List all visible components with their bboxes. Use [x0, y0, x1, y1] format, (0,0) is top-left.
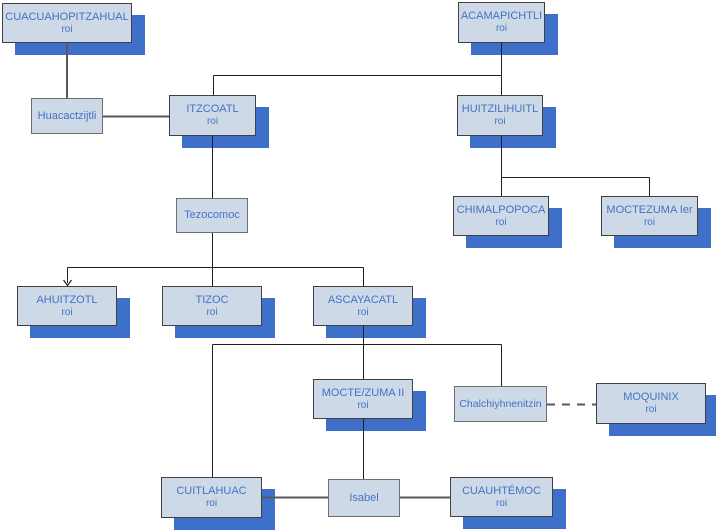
node-itzcoatl: ITZCOATL roi: [169, 95, 256, 136]
node-name: CHIMALPOPOCA: [456, 203, 546, 216]
node-moquinix: MOQUINIX roi: [596, 383, 706, 424]
node-huacactzijtli: Huacactzijtli: [31, 98, 103, 134]
node-role: roi: [495, 497, 508, 509]
node-moctezuma-1er: MOCTEZUMA Ier roi: [601, 196, 698, 236]
node-cuacuahopitzahual: CUACUAHOPITZAHUAL roi: [2, 3, 132, 43]
node-role: roi: [205, 498, 218, 509]
node-name: ITZCOATL: [186, 103, 239, 115]
node-chimalpopoca: CHIMALPOPOCA roi: [453, 196, 549, 236]
node-name: Chalchiyhnenitzin: [459, 397, 542, 410]
node-tizoc: TIZOC roi: [162, 286, 262, 326]
node-name: MOCTE/ZUMA II: [321, 386, 405, 399]
node-name: MOCTEZUMA Ier: [606, 203, 693, 216]
node-name: HUITZILIHUITL: [461, 103, 539, 115]
node-name: MOQUINIX: [623, 391, 679, 403]
node-name: ASCAYACATL: [327, 293, 399, 306]
node-role: roi: [645, 404, 657, 415]
node-acamapichtli: ACAMAPICHTLI roi: [458, 2, 545, 43]
node-role: roi: [494, 116, 506, 127]
node-role: roi: [495, 216, 507, 228]
node-name: TIZOC: [195, 293, 229, 306]
node-cuauhtemoc: CUAUHTÉMOC roi: [450, 477, 553, 517]
node-cuitlahuac: CUITLAHUAC roi: [161, 477, 262, 518]
node-ahuitzotl: AHUITZOTL roi: [17, 286, 117, 326]
node-role: roi: [61, 306, 73, 318]
node-role: roi: [206, 306, 218, 318]
node-name: CUITLAHUAC: [176, 485, 247, 497]
node-moctezuma-2: MOCTE/ZUMA II roi: [313, 379, 413, 419]
arrowhead-ahuitzotl: [63, 279, 72, 287]
node-name: AHUITZOTL: [36, 293, 98, 306]
node-role: roi: [643, 216, 656, 228]
node-chalchiyhnenitzin: Chalchiyhnenitzin: [454, 386, 547, 422]
node-name: CUAUHTÉMOC: [462, 484, 541, 497]
node-name: Isabel: [349, 491, 379, 504]
node-isabel: Isabel: [328, 479, 400, 517]
node-huitzilihuitl: HUITZILIHUITL roi: [457, 95, 543, 136]
node-role: roi: [61, 23, 73, 35]
node-ascayacatl: ASCAYACATL roi: [313, 286, 413, 326]
node-name: ACAMAPICHTLI: [460, 10, 543, 22]
node-role: roi: [357, 399, 369, 411]
node-tezocomoc: Tezocomoc: [176, 198, 248, 233]
node-role: roi: [357, 306, 369, 318]
node-name: Tezocomoc: [184, 209, 240, 221]
node-name: Huacactzijtli: [37, 109, 97, 122]
node-name: CUACUAHOPITZAHUAL: [5, 10, 129, 23]
node-role: roi: [206, 116, 219, 127]
node-role: roi: [495, 23, 508, 34]
